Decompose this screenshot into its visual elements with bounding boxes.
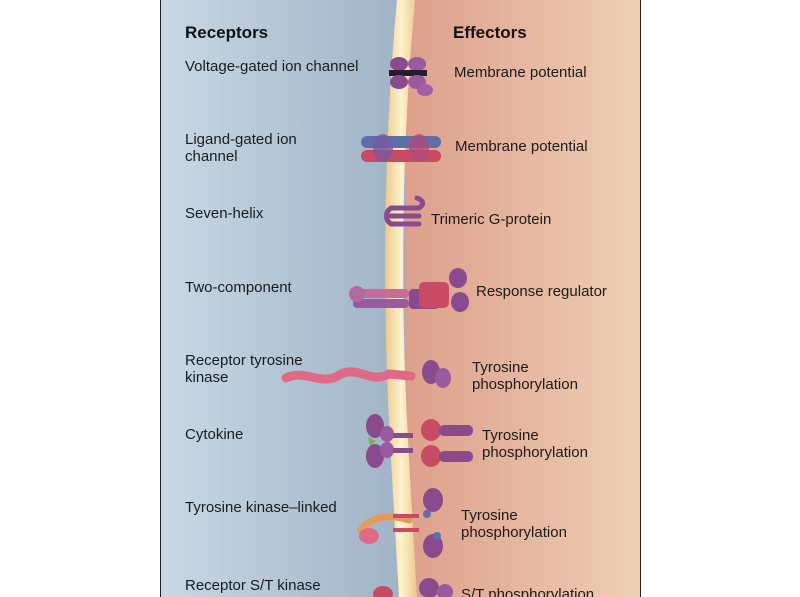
receptor-label-cytokine: Cytokine <box>185 426 244 443</box>
effector-label-tyrosine-phosphorylation-1: Tyrosine phosphorylation <box>472 359 578 393</box>
voltage-gated-channel-icon <box>389 57 433 96</box>
signaling-figure: Receptors Effectors Voltage-gated ion ch… <box>160 0 641 597</box>
receptor-label-voltage-gated: Voltage-gated ion channel <box>185 58 359 75</box>
tyrosine-kinase-linked-receptor-icon <box>357 488 443 558</box>
receptor-label-receptor-st-kinase: Receptor S/T kinase <box>185 577 321 594</box>
receptor-label-tyrosine-kinase-linked: Tyrosine kinase–linked <box>185 499 337 516</box>
receptor-label-two-component: Two-component <box>185 279 292 296</box>
figure-background <box>161 0 640 597</box>
receptor-label-seven-helix: Seven-helix <box>185 205 264 222</box>
receptor-label-ligand-gated: Ligand-gated ion channel <box>185 131 297 165</box>
receptor-label-receptor-tyrosine-kinase: Receptor tyrosine kinase <box>185 352 303 386</box>
effector-label-membrane-potential-1: Membrane potential <box>454 64 587 81</box>
effector-label-membrane-potential-2: Membrane potential <box>455 138 588 155</box>
two-component-receptor-icon <box>349 268 469 312</box>
receptor-tyrosine-kinase-icon <box>281 360 451 388</box>
receptors-header: Receptors <box>185 23 269 42</box>
receptor-st-kinase-icon <box>373 578 453 597</box>
effector-label-st-phosphorylation: S/T phosphorylation <box>461 586 595 597</box>
extracellular-region <box>161 0 406 597</box>
effector-label-tyrosine-phosphorylation-2: Tyrosine phosphorylation <box>482 427 588 461</box>
effector-label-response-regulator: Response regulator <box>476 283 607 300</box>
ligand-gated-channel-icon <box>361 134 441 162</box>
seven-helix-receptor-icon <box>384 195 426 227</box>
cytokine-receptor-icon <box>366 414 473 468</box>
effector-label-tyrosine-phosphorylation-3: Tyrosine phosphorylation <box>461 507 567 541</box>
effectors-header: Effectors <box>453 23 527 42</box>
effector-label-trimeric-g-protein: Trimeric G-protein <box>431 211 552 228</box>
